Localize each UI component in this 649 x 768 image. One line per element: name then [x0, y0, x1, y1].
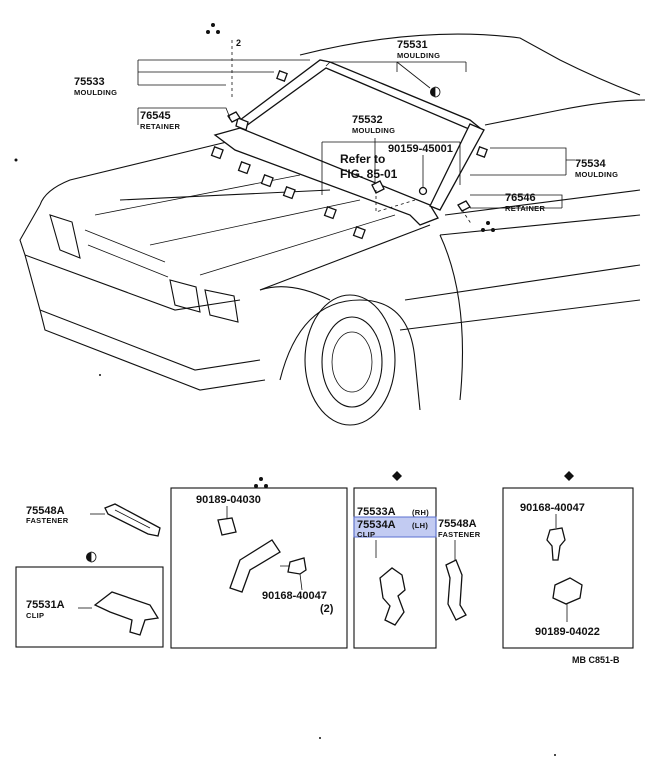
label-76545-number: 76545	[140, 110, 171, 122]
label-76545-name: RETAINER	[140, 122, 180, 131]
screw-part-90168-mid	[287, 557, 307, 575]
label-75534-number: 75534	[575, 158, 606, 170]
panel-box-right	[502, 487, 634, 649]
diamond-symbol-center	[392, 471, 402, 481]
car-body-illustration	[19, 33, 646, 426]
label-75532-name: MOULDING	[352, 126, 395, 135]
windshield-mouldings	[210, 59, 488, 240]
label-90189-04030: 90189-04030	[196, 494, 261, 506]
label-75534a-name: CLIP	[357, 530, 375, 539]
label-75531a-name: CLIP	[26, 611, 44, 620]
three-dot-symbol-retainer	[481, 221, 495, 232]
fastener-part-right	[445, 559, 467, 621]
panel-right: 90168-40047 90189-04022	[502, 471, 634, 649]
clip-part-75533a	[379, 567, 406, 626]
panel-75533a-75534a: 75533A (RH) 75534A (LH) CLIP	[353, 471, 437, 649]
label-75533-name: MOULDING	[74, 88, 117, 97]
panel-box-75531a	[15, 566, 164, 648]
label-90159-45001: 90159-45001	[388, 143, 453, 155]
nut-part-90189	[217, 517, 237, 536]
symbol-marks	[14, 23, 495, 232]
label-75533a-number: 75533A	[357, 506, 396, 518]
nut-part-90189-04022	[552, 577, 583, 605]
label-90189-04022: 90189-04022	[535, 626, 600, 638]
label-76546-number: 76546	[505, 192, 536, 204]
three-dot-symbol-top	[206, 23, 220, 34]
panel-box-middle-left	[170, 487, 348, 649]
label-75548a-left-number: 75548A	[26, 505, 65, 517]
label-75548a-right-name: FASTENER	[438, 530, 481, 539]
label-75533a-side: (RH)	[412, 508, 429, 517]
diamond-symbol-right	[564, 471, 574, 481]
callout-lines	[137, 40, 575, 226]
label-75548a-right-number: 75548A	[438, 518, 477, 530]
refer-line-2: FIG. 85-01	[340, 167, 398, 181]
label-76546-name: RETAINER	[505, 204, 545, 213]
panel-75531a-clip: 75531A CLIP	[15, 551, 164, 648]
panel-fastener-left: 75548A FASTENER	[26, 503, 161, 537]
label-90168-40047-mid: 90168-40047	[262, 590, 327, 602]
highlight-75534a[interactable]	[353, 516, 437, 538]
label-75534a-number: 75534A	[357, 519, 396, 531]
panel-middle-left: 90189-04030 90168-40047 (2)	[170, 477, 348, 649]
refer-line-1: Refer to	[340, 152, 385, 166]
clip-part-75531a	[93, 591, 160, 636]
small-mark: 2	[236, 38, 241, 48]
label-75533-number: 75533	[74, 76, 105, 88]
panel-box-75533a	[353, 487, 437, 649]
top-labels: 2 75531 MOULDING 75533 MOULDING 76545 RE…	[74, 38, 618, 213]
label-75534a-side: (LH)	[412, 521, 428, 530]
figure-code: MB C851-B	[572, 655, 620, 665]
label-90168-40047-right: 90168-40047	[520, 502, 585, 514]
label-75531-name: MOULDING	[397, 51, 440, 60]
screw-part-90168-right	[546, 527, 566, 561]
label-75531a-number: 75531A	[26, 599, 65, 611]
label-75548a-left-name: FASTENER	[26, 516, 69, 525]
label-75531-number: 75531	[397, 39, 428, 51]
label-75534-name: MOULDING	[575, 170, 618, 179]
retainer-part	[229, 539, 281, 593]
label-75532-number: 75532	[352, 114, 383, 126]
label-90168-40047-qty: (2)	[320, 603, 334, 615]
fastener-part-left	[104, 503, 161, 537]
panel-fastener-right: 75548A FASTENER	[438, 518, 481, 621]
